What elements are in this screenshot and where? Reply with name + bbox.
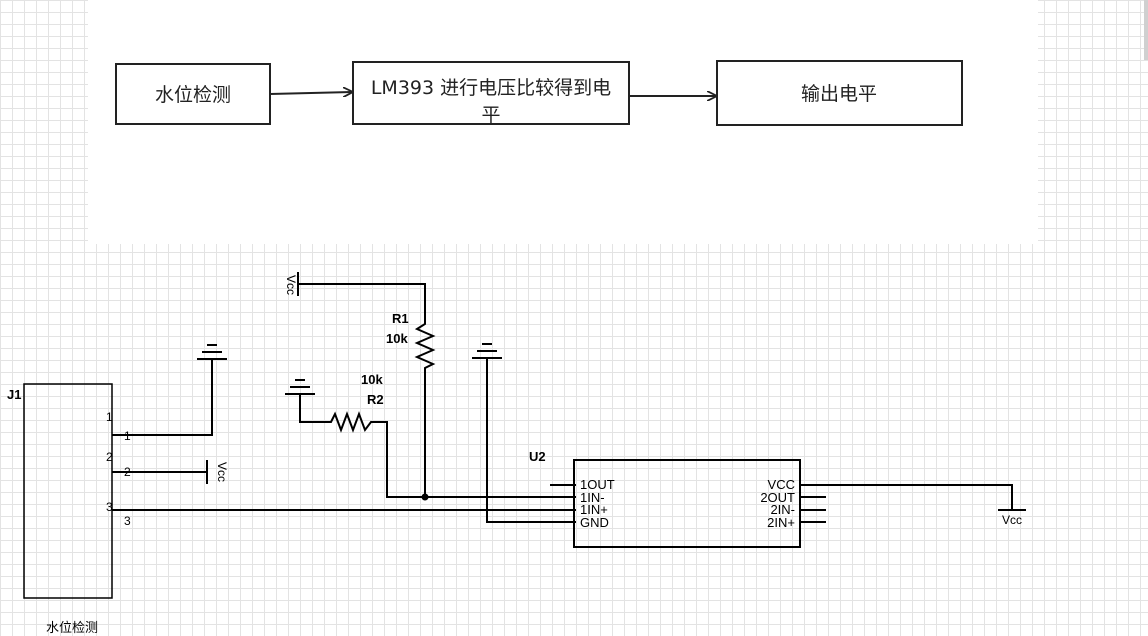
r1-ref: R1 xyxy=(392,311,409,326)
wire-gnd-r2 xyxy=(299,394,326,423)
u2-pin-gnd: GND xyxy=(580,515,609,530)
ground-symbol-1 xyxy=(197,344,227,360)
resistor-r2[interactable]: 10k R2 xyxy=(326,372,384,433)
ground-symbol-3 xyxy=(472,343,502,359)
u2-pin-2in-minus: 2IN- xyxy=(770,502,795,517)
u2-pin-1out: 1OUT xyxy=(580,477,615,492)
ic-u2[interactable]: U2 1OUT 1IN- 1IN+ GND VCC 2OUT 2IN- 2IN+ xyxy=(529,449,801,548)
u2-ref: U2 xyxy=(529,449,546,464)
vertical-scrollbar[interactable] xyxy=(1144,0,1148,60)
j1-pin1-outer: 1 xyxy=(106,410,113,424)
wire-vcc-r1 xyxy=(299,283,426,318)
j1-caption: 水位检测 xyxy=(46,621,98,636)
u2-pin-1in-minus: 1IN- xyxy=(580,490,605,505)
j1-pin3-outer: 3 xyxy=(106,500,113,514)
j1-ref: J1 xyxy=(7,387,21,402)
flow-box-compare-label-line2: 平 xyxy=(481,104,500,126)
u2-pin-1in-plus: 1IN+ xyxy=(580,502,608,517)
flow-box-compare[interactable]: LM393 进行电压比较得到电 平 xyxy=(352,61,630,126)
ground-symbol-2 xyxy=(285,379,315,395)
flow-box-compare-label-line1: LM393 进行电压比较得到电 xyxy=(371,77,611,99)
flow-box-output-label: 输出电平 xyxy=(801,83,877,105)
u2-pin-2out: 2OUT xyxy=(760,490,795,505)
flow-box-water-detect[interactable]: 水位检测 xyxy=(115,63,271,125)
wire-u2-vcc xyxy=(800,484,1013,509)
u2-pin-vcc: VCC xyxy=(768,477,795,492)
flow-arrow-1 xyxy=(269,92,352,94)
vcc-label-right: Vcc xyxy=(1002,513,1022,527)
r1-value: 10k xyxy=(386,331,408,346)
wire-j1-pin1-gnd xyxy=(112,360,213,436)
j1-pin2-outer: 2 xyxy=(106,450,113,464)
flow-box-output[interactable]: 输出电平 xyxy=(716,60,963,126)
flow-box-water-detect-label: 水位检测 xyxy=(155,84,231,106)
r2-value: 10k xyxy=(361,372,383,387)
u2-pin-2in-plus: 2IN+ xyxy=(767,515,795,530)
wire-gnd-u2 xyxy=(486,358,576,523)
vcc-label-j1: Vcc xyxy=(215,462,229,482)
wire-r2-1in-minus xyxy=(376,421,576,498)
j1-pin3-inner: 3 xyxy=(124,514,131,528)
r2-ref: R2 xyxy=(367,392,384,407)
vcc-label-top: Vcc xyxy=(284,275,298,295)
resistor-r1[interactable]: R1 10k xyxy=(386,311,436,374)
